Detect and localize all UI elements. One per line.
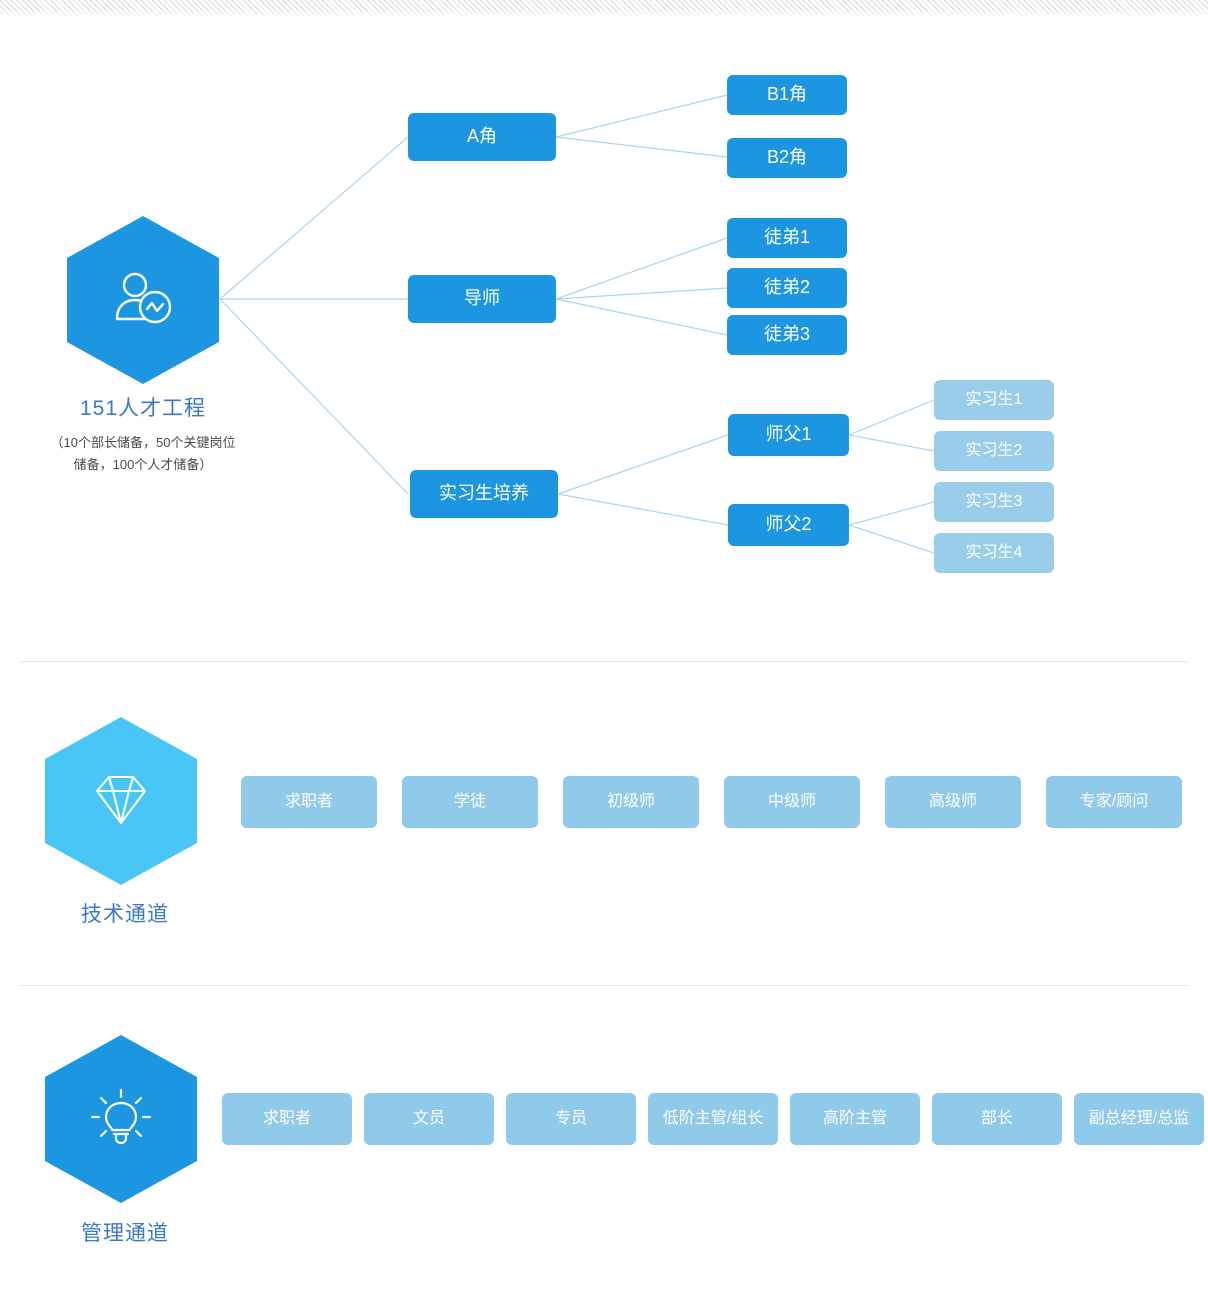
node-intern-3[interactable]: 实习生3 — [934, 482, 1054, 522]
mgmt-step-3[interactable]: 专员 — [506, 1093, 636, 1145]
technical-hexagon — [45, 717, 197, 885]
mgmt-step-6[interactable]: 部长 — [932, 1093, 1062, 1145]
mgmt-step-2[interactable]: 文员 — [364, 1093, 494, 1145]
lightbulb-icon — [90, 1088, 152, 1145]
node-intern-training[interactable]: 实习生培养 — [410, 470, 558, 518]
tech-step-3[interactable]: 初级师 — [563, 776, 699, 828]
diamond-icon — [96, 776, 146, 824]
section-management-channel: 管理通道 求职者 文员 专员 低阶主管/组长 高阶主管 部长 副总经理/总监 — [0, 985, 1208, 1301]
section-technical-channel: 技术通道 求职者 学徒 初级师 中级师 高级师 专家/顾问 — [0, 661, 1208, 985]
talent-subtitle-line-2: 储备，100个人才储备） — [73, 457, 213, 472]
talent-title: 151人才工程 — [79, 397, 207, 420]
management-title: 管理通道 — [81, 1222, 169, 1245]
talent-subtitle-line-1: （10个部长储备，50个关键岗位 — [50, 435, 236, 450]
management-hexagon — [45, 1035, 197, 1203]
node-apprentice-2[interactable]: 徒弟2 — [727, 268, 847, 308]
divider-1 — [20, 661, 1188, 662]
technical-hex-wrapper — [45, 717, 197, 885]
node-master-1[interactable]: 师父1 — [728, 414, 849, 456]
node-a-role[interactable]: A角 — [408, 113, 556, 161]
node-mentor[interactable]: 导师 — [408, 275, 556, 323]
node-apprentice-3[interactable]: 徒弟3 — [727, 315, 847, 355]
top-hatch-fade — [0, 0, 1208, 18]
node-intern-4[interactable]: 实习生4 — [934, 533, 1054, 573]
mgmt-step-4[interactable]: 低阶主管/组长 — [648, 1093, 778, 1145]
tech-step-5[interactable]: 高级师 — [885, 776, 1021, 828]
tech-step-6[interactable]: 专家/顾问 — [1046, 776, 1182, 828]
tech-step-2[interactable]: 学徒 — [402, 776, 538, 828]
section-talent-program: 151人才工程 （10个部长储备，50个关键岗位 储备，100个人才储备） A角… — [13, 75, 1054, 573]
person-activity-icon — [115, 272, 172, 324]
technical-title: 技术通道 — [81, 903, 169, 926]
node-b2-role[interactable]: B2角 — [727, 138, 847, 178]
node-apprentice-1[interactable]: 徒弟1 — [727, 218, 847, 258]
talent-hex-wrapper — [67, 216, 219, 384]
node-intern-1[interactable]: 实习生1 — [934, 380, 1054, 420]
tech-step-4[interactable]: 中级师 — [724, 776, 860, 828]
tech-step-1[interactable]: 求职者 — [241, 776, 377, 828]
talent-hexagon — [67, 216, 219, 384]
node-master-2[interactable]: 师父2 — [728, 504, 849, 546]
node-b1-role[interactable]: B1角 — [727, 75, 847, 115]
divider-2 — [20, 985, 1188, 986]
talent-subtitle: （10个部长储备，50个关键岗位 储备，100个人才储备） — [13, 432, 273, 476]
node-intern-2[interactable]: 实习生2 — [934, 431, 1054, 471]
management-hex-wrapper — [45, 1035, 197, 1203]
mgmt-step-7[interactable]: 副总经理/总监 — [1074, 1093, 1204, 1145]
mgmt-step-1[interactable]: 求职者 — [222, 1093, 352, 1145]
mgmt-step-5[interactable]: 高阶主管 — [790, 1093, 920, 1145]
